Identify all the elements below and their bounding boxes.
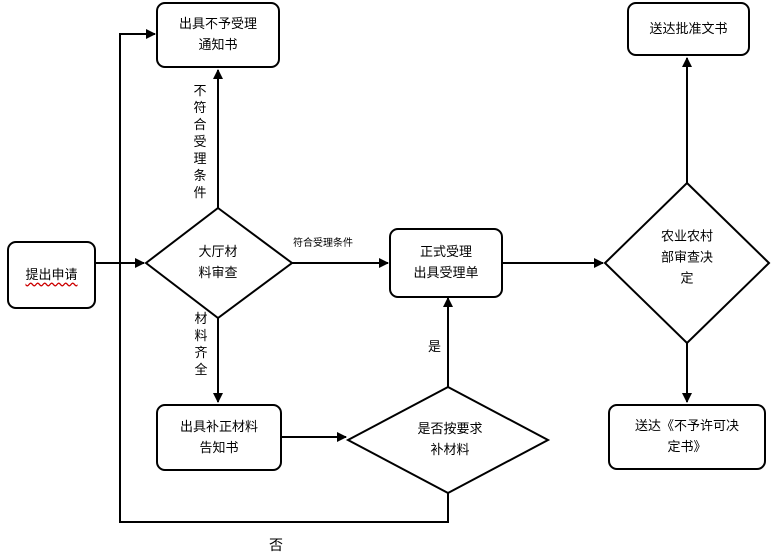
approval-doc-box: 送达批准文书 (627, 2, 750, 56)
label-complete: 材 料 齐 全 (194, 312, 208, 378)
label-yes: 是 (428, 340, 442, 355)
correction-notice-box: 出具补正材料 告知书 (156, 404, 282, 471)
deny-doc-label: 送达《不予许可决 定书》 (634, 419, 739, 455)
label-not-meet: 不 符 合 受 理 条 件 (193, 84, 207, 201)
label-meet: 符合受理条件 (293, 238, 353, 249)
deny-doc-box: 送达《不予许可决 定书》 (608, 404, 766, 470)
hall-review-label: 大厅材 料审查 (198, 245, 238, 281)
submit-application-box: 提出申请 (7, 241, 96, 309)
edge-check-no (119, 29, 449, 523)
supplement-check-label: 是否按要求 补材料 (417, 422, 483, 458)
submit-application-label: 提出申请 (25, 267, 78, 283)
reject-notice-label: 出具不予受理 通知书 (178, 17, 257, 53)
correction-notice-label: 出具补正材料 告知书 (179, 419, 258, 456)
approval-doc-label: 送达批准文书 (649, 21, 728, 37)
formal-accept-label: 正式受理 出具受理单 (413, 245, 479, 281)
label-no: 否 (269, 538, 283, 554)
reject-notice-box: 出具不予受理 通知书 (156, 2, 280, 68)
formal-accept-box: 正式受理 出具受理单 (389, 228, 503, 298)
ministry-decision-label: 农业农村 部审查决 定 (660, 229, 714, 287)
